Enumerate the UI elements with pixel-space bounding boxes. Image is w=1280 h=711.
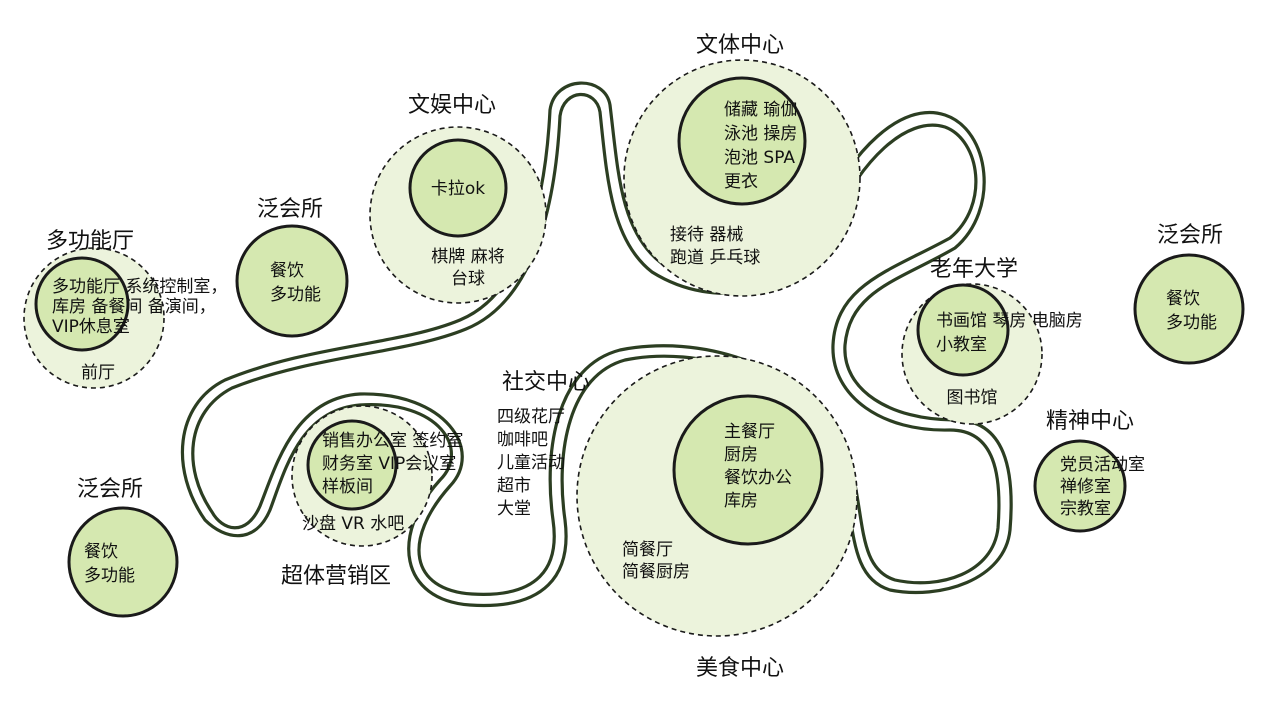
zone-core-label: 禅修室 (1060, 477, 1111, 497)
zone-core-circle (916, 283, 1010, 377)
zone-core-label: 更衣 (724, 172, 758, 192)
zone-ring-label: 前厅 (81, 363, 115, 383)
zone-ring-label: 简餐厅 (622, 540, 673, 560)
zone-core-label: 泳池 操房 (724, 124, 797, 144)
zone-core-circle (672, 394, 824, 546)
zone-core-label: VIP休息室 (52, 317, 130, 337)
zone-core-label: 样板间 (322, 477, 373, 497)
zone-ring-label: 大堂 (497, 499, 531, 519)
zone-core-circle (235, 224, 349, 338)
zone-core-label: 餐饮 (1166, 289, 1200, 309)
zone-core-label: 小教室 (936, 335, 987, 355)
zone-core-label: 宗教室 (1060, 499, 1111, 519)
zone-core-label: 多功能 (1166, 313, 1217, 333)
circulation-path (180, 81, 1013, 608)
zone-core-circle (677, 76, 807, 206)
zone-title: 超体营销区 (281, 564, 391, 589)
zone-ring-label: 咖啡吧 (497, 430, 548, 450)
zone-core-label: 餐饮 (270, 261, 304, 281)
zone-core-circle (408, 138, 508, 238)
zone-core-label: 销售办公室 签约室 (322, 431, 463, 451)
zone-core-circle (34, 256, 130, 352)
zone-title: 精神中心 (1046, 409, 1134, 434)
zone-core-label: 泡池 SPA (724, 148, 795, 168)
zone-core-label: 书画馆 琴房 电脑房 (936, 311, 1083, 331)
zone-core-label: 库房 备餐间 备演间， (52, 297, 216, 317)
zone-ring-label: 超市 (497, 476, 531, 496)
zone-title: 泛会所 (1157, 223, 1223, 248)
zone-ring-label: 接待 器械 (670, 225, 743, 245)
zone-ring-label: 四级花厅 (497, 407, 565, 427)
zone-core-label: 餐饮办公 (724, 468, 792, 488)
zone-title: 泛会所 (257, 197, 323, 222)
zone-ring-label: 儿童活动 (497, 453, 565, 473)
zone-core-label: 储藏 瑜伽 (724, 100, 797, 120)
zone-core-label: 库房 (724, 491, 758, 511)
zone-core-label: 财务室 VIP会议室 (322, 454, 456, 474)
zone-core-label: 多功能 (84, 566, 135, 586)
zone-core-circle (1133, 253, 1245, 365)
zone-core-circle (67, 506, 179, 618)
zone-ring-label: 棋牌 麻将 (431, 247, 504, 267)
zone-core-label: 餐饮 (84, 542, 118, 562)
zone-ring-label: 图书馆 (947, 388, 998, 408)
zone-ring-label: 跑道 乒乓球 (670, 248, 760, 268)
zone-core-circle (306, 419, 398, 511)
zone-title: 老年大学 (930, 257, 1018, 282)
zone-core-circle (1033, 439, 1127, 533)
zone-title: 美食中心 (696, 656, 784, 681)
zone-core-label: 党员活动室 (1060, 455, 1145, 475)
zone-title: 多功能厅 (46, 229, 134, 254)
zone-ring-label: 简餐厨房 (622, 562, 690, 582)
zone-core-label: 厨房 (724, 445, 758, 465)
zone-title: 文体中心 (696, 33, 784, 58)
zone-ring-label: 沙盘 VR 水吧 (302, 514, 404, 534)
zone-title: 社交中心 (502, 370, 590, 395)
zone-title: 文娱中心 (408, 93, 496, 118)
zone-core-label: 多功能厅 系统控制室， (52, 277, 227, 297)
zone-core-label: 卡拉ok (431, 179, 485, 199)
zone-core-label: 多功能 (270, 285, 321, 305)
zone-title: 泛会所 (77, 477, 143, 502)
zone-core-label: 主餐厅 (724, 422, 775, 442)
zone-ring-label: 台球 (451, 269, 485, 289)
